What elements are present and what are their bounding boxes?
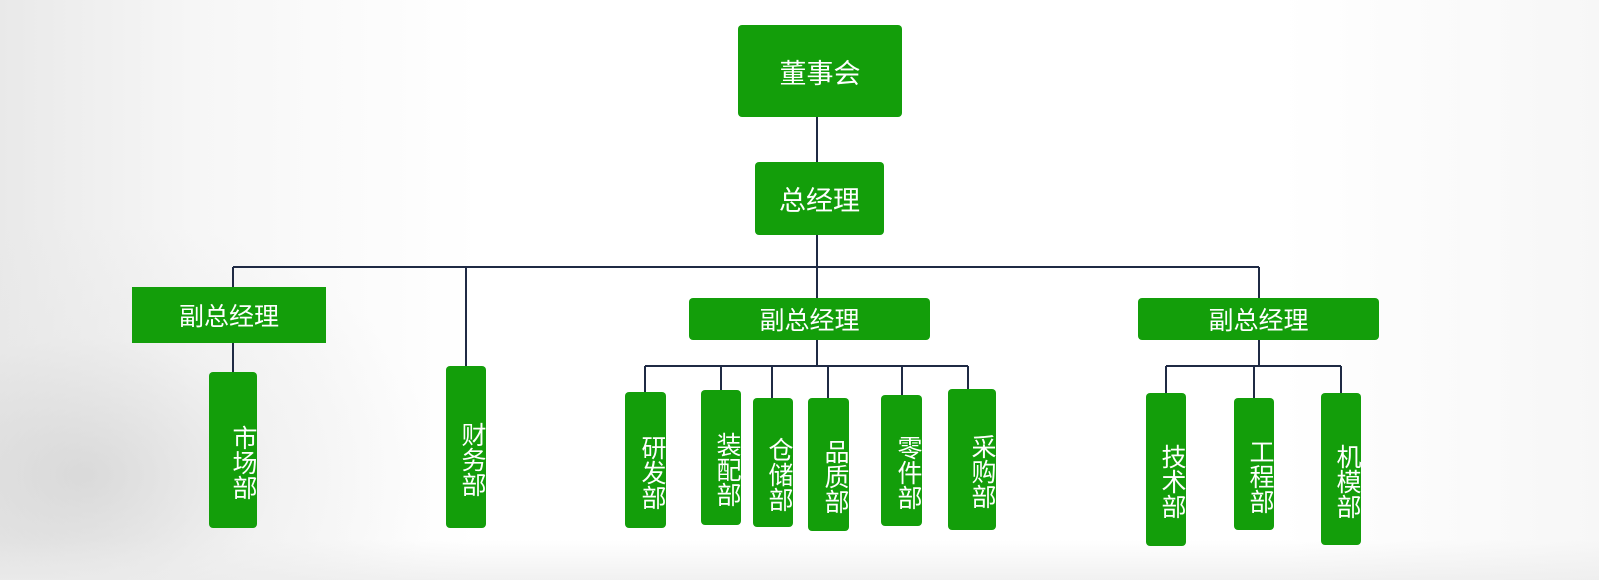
node-board-label: 董事会 <box>779 58 861 90</box>
node-vp-mid-label: 副总经理 <box>759 306 860 335</box>
node-board: 董事会 <box>738 25 902 117</box>
node-right-dept-2: 工程部 <box>1234 398 1275 530</box>
node-mid-dept-4-label: 品质部 <box>821 439 850 514</box>
node-vp-left-label: 副总经理 <box>178 302 279 331</box>
node-mid-dept-6-label: 采购部 <box>968 434 997 509</box>
node-marketing: 市场部 <box>209 372 258 528</box>
node-mid-dept-2-label: 装配部 <box>713 432 742 507</box>
node-mid-dept-2: 装配部 <box>701 390 742 525</box>
node-general-manager: 总经理 <box>755 162 884 235</box>
node-right-dept-1: 技术部 <box>1146 393 1187 546</box>
node-right-dept-3: 机模部 <box>1321 393 1362 545</box>
node-gm-label: 总经理 <box>779 186 860 217</box>
node-vp-mid: 副总经理 <box>689 298 930 340</box>
node-finance-label: 财务部 <box>458 421 487 497</box>
node-finance: 财务部 <box>446 366 487 528</box>
node-mid-dept-4: 品质部 <box>808 398 850 531</box>
node-mid-dept-5: 零件部 <box>881 395 923 526</box>
node-marketing-label: 市场部 <box>229 424 258 500</box>
node-mid-dept-1-label: 研发部 <box>638 434 667 510</box>
node-mid-dept-3: 仓储部 <box>753 398 794 527</box>
node-right-dept-1-label: 技术部 <box>1158 444 1187 519</box>
node-vp-left: 副总经理 <box>132 287 326 343</box>
node-mid-dept-1: 研发部 <box>625 392 667 528</box>
node-right-dept-3-label: 机模部 <box>1333 443 1362 519</box>
node-right-dept-2-label: 工程部 <box>1246 438 1275 514</box>
node-vp-right-label: 副总经理 <box>1208 306 1309 335</box>
node-vp-right: 副总经理 <box>1138 298 1379 340</box>
node-mid-dept-5-label: 零件部 <box>894 435 923 510</box>
node-mid-dept-3-label: 仓储部 <box>765 437 794 512</box>
node-mid-dept-6: 采购部 <box>948 389 997 530</box>
background-floor <box>0 540 1599 580</box>
